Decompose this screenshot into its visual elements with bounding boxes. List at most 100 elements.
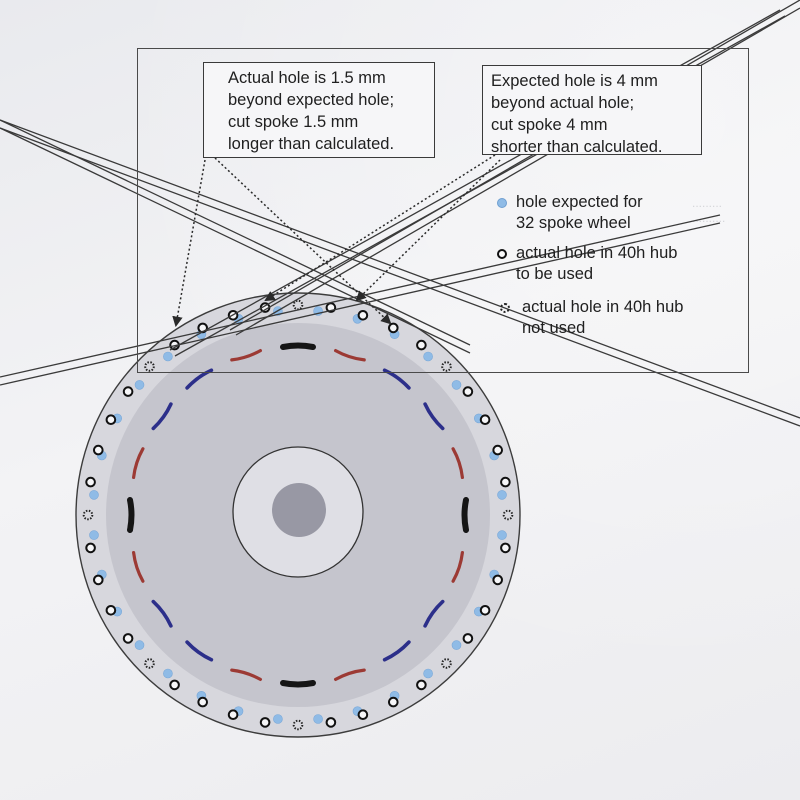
- spoke-mark: [382, 640, 411, 662]
- callout-text: shorter than calculated.: [491, 138, 663, 156]
- spoke-mark: [334, 349, 366, 362]
- dotted-circle-icon: [500, 303, 510, 313]
- callout-text: Actual hole is 1.5 mm: [228, 69, 386, 87]
- callout-text: beyond actual hole;: [491, 94, 635, 112]
- actual-hole-used: [85, 476, 96, 488]
- spoke-mark: [451, 551, 464, 583]
- actual-hole-used: [325, 717, 337, 728]
- spoke-mark: [132, 447, 145, 479]
- actual-hole-used: [93, 444, 104, 456]
- legend-label: 32 spoke wheel: [516, 214, 631, 232]
- legend-label: not used: [522, 319, 586, 337]
- expected-hole: [273, 714, 283, 724]
- expected-hole: [423, 668, 433, 679]
- actual-hole-used: [462, 386, 474, 397]
- callout-text: Expected hole is 4 mm: [491, 72, 658, 90]
- legend-item-unused-hole: actual hole in 40h hub not used: [492, 297, 742, 339]
- callout-text: cut spoke 4 mm: [491, 116, 608, 134]
- callout-right-pointer-2: [355, 159, 501, 302]
- callout-text: longer than calculated.: [228, 135, 395, 153]
- actual-hole-used: [357, 709, 369, 721]
- spoke-mark: [151, 599, 173, 628]
- spoke-mark: [451, 447, 464, 479]
- callout-text: beyond expected hole;: [228, 91, 395, 109]
- spoke-mark: [185, 640, 214, 662]
- actual-hole-unused: [292, 719, 304, 731]
- actual-hole-used: [93, 574, 104, 586]
- expected-hole: [451, 380, 462, 390]
- actual-hole-unused: [82, 509, 94, 521]
- actual-hole-used: [197, 696, 208, 708]
- actual-hole-used: [500, 476, 511, 488]
- legend-label: actual hole in 40h hub: [516, 244, 678, 262]
- actual-hole-used: [85, 542, 96, 554]
- actual-hole-used: [492, 444, 504, 456]
- spoke-mark: [280, 342, 316, 350]
- actual-hole-used: [227, 709, 239, 721]
- expected-hole: [134, 640, 145, 650]
- actual-hole-used: [388, 322, 399, 334]
- expected-hole: [163, 668, 173, 679]
- spoke-mark: [230, 349, 262, 362]
- actual-hole-used: [122, 633, 134, 644]
- spoke-mark: [461, 497, 469, 533]
- spoke-mark: [151, 402, 173, 431]
- spoke-mark: [280, 680, 316, 688]
- spoke-mark: [185, 368, 214, 390]
- actual-hole-unused: [441, 361, 452, 372]
- expected-hole: [451, 640, 462, 650]
- callout-left: Actual hole is 1.5 mm beyond expected ho…: [203, 62, 435, 158]
- blue-dot-icon: [497, 198, 507, 208]
- expected-hole: [497, 490, 507, 500]
- actual-hole-used: [479, 605, 491, 616]
- expected-hole: [134, 380, 145, 390]
- legend: hole expected for 32 spoke wheel actual …: [492, 192, 742, 348]
- legend-item-used-hole: actual hole in 40h hub to be used: [492, 243, 742, 285]
- actual-hole-used: [388, 696, 399, 708]
- legend-item-expected-hole: hole expected for 32 spoke wheel: [492, 192, 742, 234]
- callout-right-pointer-1: [264, 154, 496, 302]
- spoke-mark: [230, 668, 262, 681]
- expected-hole: [423, 351, 433, 362]
- spoke-line-1: [0, 119, 800, 427]
- legend-label: hole expected for: [516, 193, 643, 211]
- actual-hole-used: [462, 633, 474, 644]
- actual-hole-unused: [502, 509, 514, 521]
- spoke-line-3: [0, 119, 471, 354]
- expected-hole: [313, 714, 323, 724]
- actual-hole-used: [259, 717, 271, 728]
- spoke-mark: [423, 599, 445, 628]
- legend-label: actual hole in 40h hub: [522, 298, 684, 316]
- actual-hole-used: [416, 679, 427, 691]
- spoke-mark: [423, 402, 445, 431]
- actual-hole-used: [416, 339, 427, 351]
- callout-frame: [137, 48, 749, 373]
- actual-hole-used: [479, 414, 491, 426]
- actual-hole-used: [357, 310, 369, 321]
- spoke-mark: [334, 668, 366, 681]
- actual-hole-used: [122, 386, 134, 397]
- callout-left-pointer-1: [172, 159, 206, 328]
- callout-right: Expected hole is 4 mm beyond actual hole…: [482, 65, 702, 156]
- black-circle-icon: [497, 249, 507, 259]
- legend-label: to be used: [516, 265, 594, 283]
- hub-axle: [272, 483, 326, 537]
- actual-hole-used: [169, 679, 180, 691]
- spoke-mark: [127, 497, 135, 533]
- actual-hole-used: [105, 605, 117, 616]
- expected-hole: [163, 351, 173, 362]
- spoke-line-5: [229, 0, 800, 336]
- actual-hole-unused: [144, 361, 155, 372]
- expected-hole: [497, 530, 507, 540]
- spoke-mark: [382, 368, 411, 390]
- actual-hole-unused: [144, 658, 155, 669]
- expected-hole: [89, 530, 99, 540]
- spoke-mark: [132, 551, 145, 583]
- callout-text: cut spoke 1.5 mm: [228, 113, 359, 131]
- actual-hole-unused: [441, 658, 452, 669]
- actual-hole-used: [492, 574, 504, 586]
- actual-hole-used: [105, 414, 117, 426]
- expected-hole: [89, 490, 99, 500]
- actual-hole-used: [500, 542, 511, 554]
